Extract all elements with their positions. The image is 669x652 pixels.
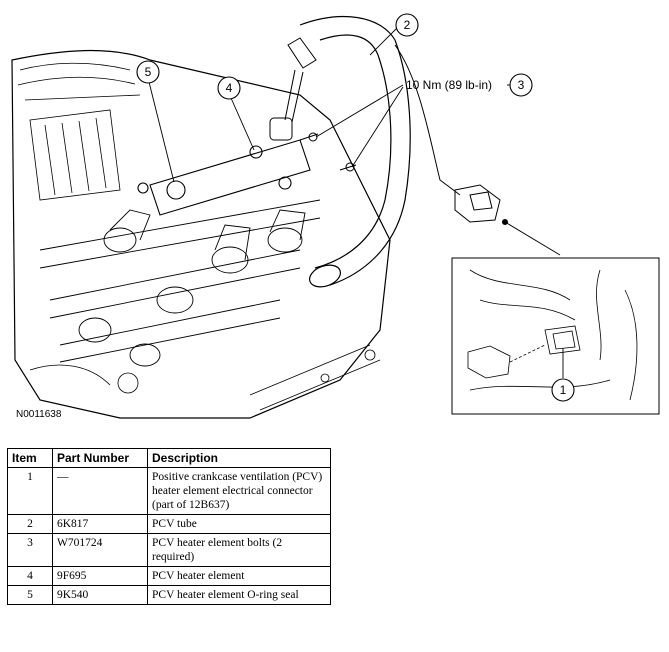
row-item: 4	[7, 566, 53, 586]
tube-connector	[269, 37, 317, 141]
harness-connector	[454, 184, 501, 223]
table-row: 2 6K817 PCV tube	[7, 514, 331, 534]
row-item: 2	[7, 514, 53, 534]
bolts	[299, 132, 357, 172]
callout-label-2: 2	[404, 18, 411, 32]
callout-3	[509, 73, 533, 97]
header-part-number: Part Number	[52, 448, 148, 468]
engine-block-lower	[29, 344, 381, 411]
callout-1	[551, 378, 575, 402]
row-description: PCV heater element bolts (2 required)	[147, 533, 331, 567]
table-row: 4 9F695 PCV heater element	[7, 566, 331, 586]
pcv-heater-element	[137, 139, 311, 216]
table-header-row: Item Part Number Description	[7, 448, 331, 468]
valve-cover	[17, 62, 141, 201]
row-description: PCV tube	[147, 514, 331, 534]
callout-label-4: 4	[226, 81, 233, 95]
callout-5	[136, 60, 160, 84]
header-item: Item	[7, 448, 53, 468]
row-part-number: 9F695	[52, 566, 148, 586]
o-ring	[166, 180, 186, 200]
callout-4	[217, 76, 241, 100]
figure-id: N0011638	[16, 409, 62, 420]
row-description: Positive crankcase ventilation (PCV) hea…	[147, 467, 331, 515]
callout-label-1: 1	[560, 383, 567, 397]
torque-spec: 10 Nm (89 lb-in)	[406, 78, 492, 92]
table-row: 5 9K540 PCV heater element O-ring seal	[7, 585, 331, 605]
harness-wire	[394, 44, 461, 196]
callout-label-3: 3	[518, 78, 525, 92]
callout-label-5: 5	[145, 65, 152, 79]
row-part-number: 9K540	[52, 585, 148, 605]
table-row: 3 W701724 PCV heater element bolts (2 re…	[7, 533, 331, 567]
inset-frame	[451, 257, 660, 415]
row-description: PCV heater element	[147, 566, 331, 586]
intake-runners	[39, 199, 321, 367]
callout-2	[395, 13, 419, 37]
callout-leaders	[148, 26, 564, 378]
engine-outline	[11, 49, 391, 419]
row-item: 3	[7, 533, 53, 567]
row-description: PCV heater element O-ring seal	[147, 585, 331, 605]
callouts	[136, 13, 575, 402]
row-part-number: 6K817	[52, 514, 148, 534]
row-part-number: —	[52, 467, 148, 515]
row-part-number: W701724	[52, 533, 148, 567]
pcv-tube	[299, 15, 411, 288]
header-description: Description	[147, 448, 331, 468]
parts-table: Item Part Number Description 1 — Positiv…	[7, 448, 331, 605]
table-row: 1 — Positive crankcase ventilation (PCV)…	[7, 467, 331, 515]
inset-detail	[467, 269, 638, 401]
inset-leader	[504, 221, 561, 256]
row-item: 5	[7, 585, 53, 605]
row-item: 1	[7, 467, 53, 515]
engine-diagram: 2 3 4 5 1 10 Nm (89 lb-in)	[11, 13, 660, 419]
